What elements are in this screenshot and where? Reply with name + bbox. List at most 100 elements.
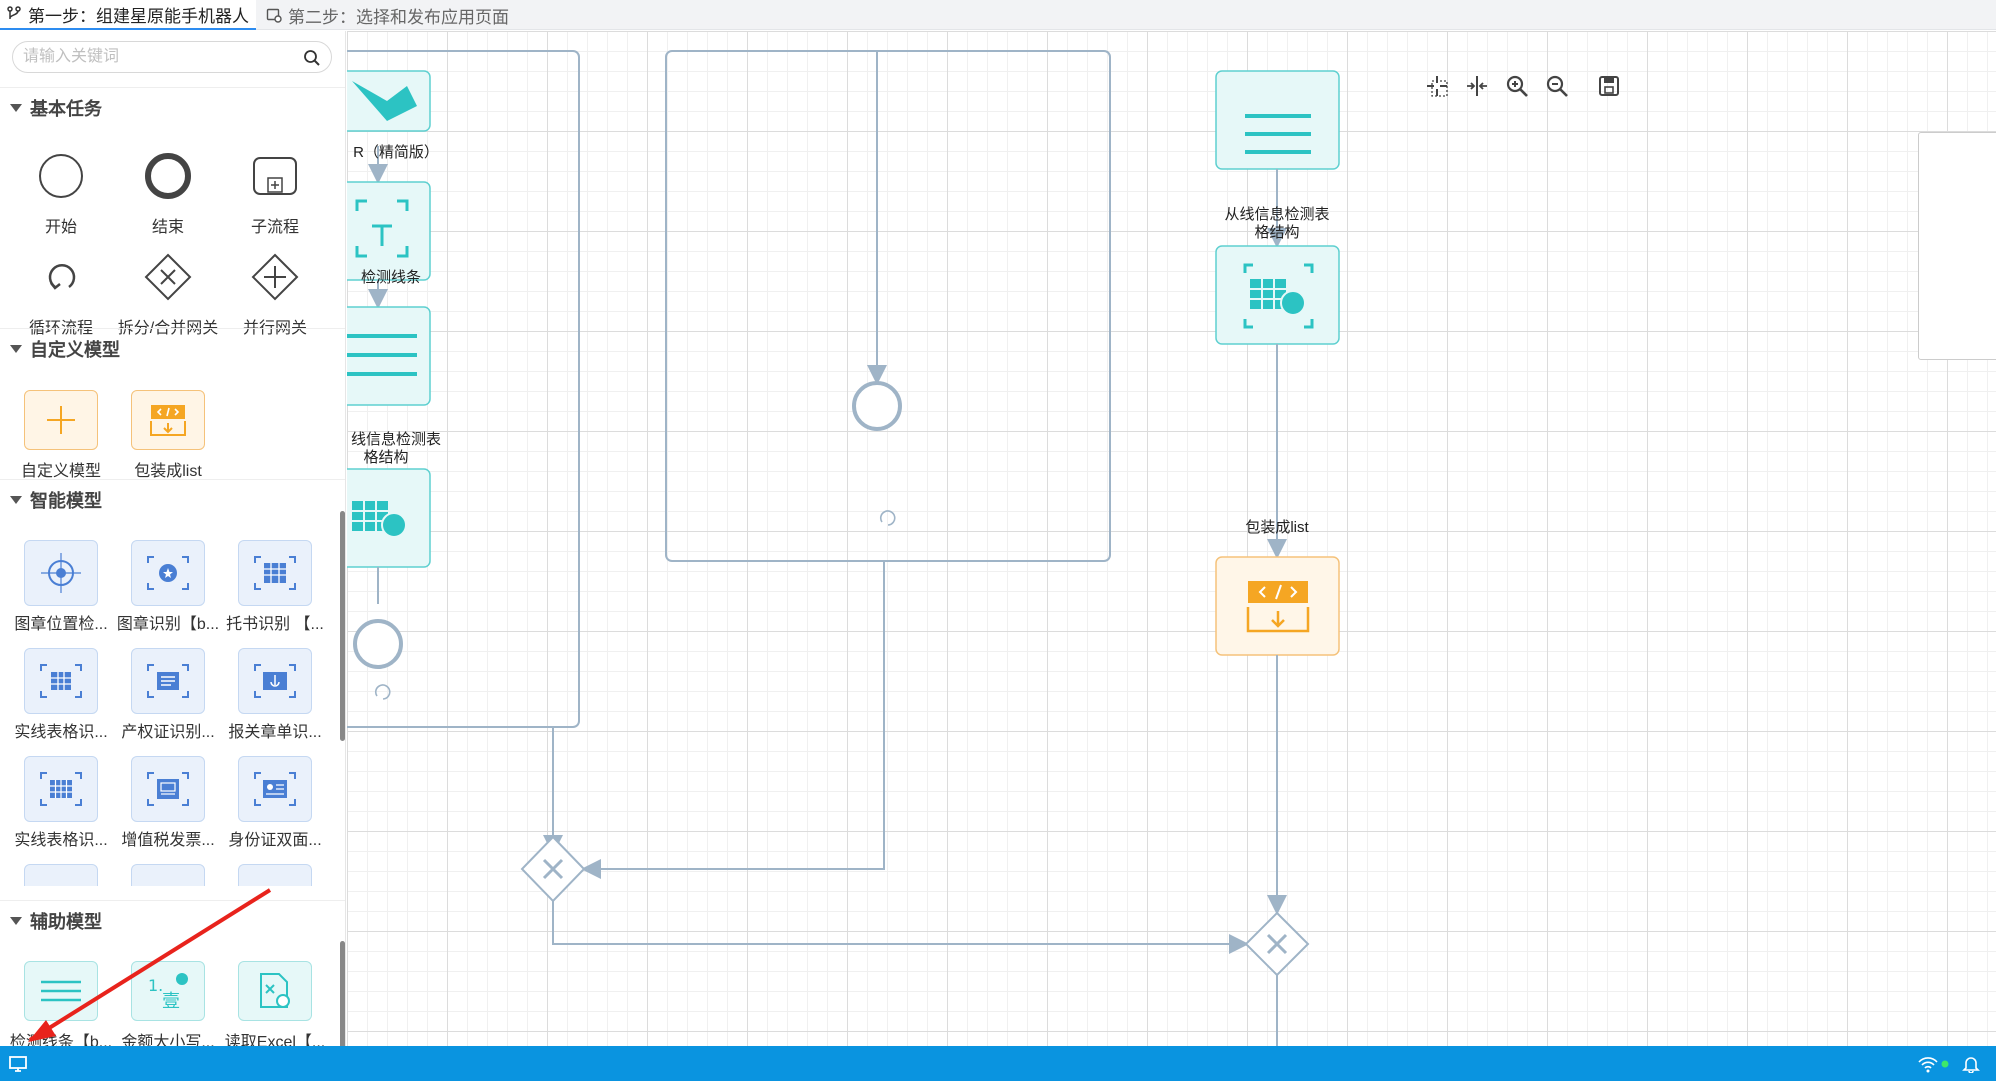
customs-seal-icon [238, 648, 312, 714]
invoice-icon [131, 756, 205, 822]
collapse-icon [10, 916, 22, 925]
code-wrap-icon [131, 387, 205, 453]
loop-container-middle[interactable] [665, 50, 1111, 562]
detect-lines-node-right[interactable] [1215, 70, 1340, 170]
palette-amount-case[interactable]: 1.壹 金额大小写... [115, 958, 221, 1046]
palette-scrollbar[interactable] [340, 511, 345, 741]
lines-icon [24, 958, 98, 1024]
palette-property-cert[interactable]: 产权证识别... [115, 648, 221, 741]
loop-icon [24, 244, 98, 310]
scan-frame-icon [1243, 263, 1314, 329]
image-ocr-icon[interactable] [238, 864, 312, 886]
table-right-label-2: 格结构 [1254, 224, 1300, 241]
palette-end[interactable]: 结束 [115, 143, 221, 236]
tab-step-two[interactable]: 第二步：选择和发布应用页面 [260, 0, 520, 30]
online-status-dot [1941, 1060, 1949, 1068]
palette-loop[interactable]: 循环流程 [8, 244, 114, 337]
loop-container-left[interactable] [347, 50, 580, 728]
ocr-icon [352, 81, 417, 121]
tab-step-one-label: 第一步：组建星原能手机器人 [28, 6, 249, 26]
status-bar [0, 1046, 1996, 1081]
seal-recognition-icon [131, 540, 205, 606]
palette-scrollbar-lower[interactable] [340, 941, 345, 1046]
wrap-list-node[interactable] [1215, 556, 1340, 656]
palette-shipping-doc-label: 托书识别 【... [226, 616, 324, 633]
table-grid-icon [24, 756, 98, 822]
gateway-x-icon [1266, 933, 1288, 955]
palette-partial-row [0, 864, 340, 886]
palette-subprocess[interactable]: 子流程 [222, 143, 328, 236]
palette-detect-lines[interactable]: 检测线条【b... [8, 958, 114, 1046]
palette-subprocess-label: 子流程 [250, 219, 299, 236]
palette-amount-case-label: 金额大小写... [121, 1034, 215, 1046]
palette-start[interactable]: 开始 [8, 143, 114, 236]
palette-solid-table-label: 实线表格识... [14, 724, 108, 741]
palette-seal-recognition[interactable]: 图章识别【b... [115, 540, 221, 633]
palette-exclusive-gateway[interactable]: 拆分/合并网关 [115, 244, 221, 337]
monitor-icon[interactable] [8, 1055, 28, 1073]
palette-solid-table-2[interactable]: 实线表格识... [8, 756, 114, 849]
download-icon [1246, 607, 1310, 633]
palette-custom-model[interactable]: 自定义模型 [8, 387, 114, 480]
table-grid-lines [352, 501, 388, 531]
model-palette: 基本任务 开始 结束 子流程 循环流程 拆分/合并网关 并行网关 自定义模型 自… [0, 31, 346, 1046]
section-custom-models[interactable]: 自定义模型 [0, 328, 345, 368]
save-button[interactable] [1594, 71, 1624, 101]
bell-icon[interactable] [1962, 1055, 1980, 1073]
palette-customs-seal-label: 报关章单识... [228, 724, 322, 741]
minimap[interactable] [1918, 132, 1996, 360]
palette-seal-position[interactable]: 图章位置检... [8, 540, 114, 633]
collapse-icon [10, 344, 22, 353]
svg-text:1.: 1. [148, 976, 163, 995]
end-event-middle[interactable] [852, 381, 902, 431]
palette-customs-seal[interactable]: 报关章单识... [222, 648, 328, 741]
handwriting-icon[interactable] [24, 864, 98, 886]
palette-shipping-doc[interactable]: 托书识别 【... [222, 540, 328, 633]
ocr-node-label: R（精简版） [353, 144, 439, 161]
palette-vat-invoice-label: 增值税发票... [121, 832, 215, 849]
end-event-left[interactable] [353, 619, 403, 669]
section-basic-tasks[interactable]: 基本任务 [0, 87, 345, 127]
section-aux-models[interactable]: 辅助模型 [0, 900, 345, 940]
table-right-label-1: 从线信息检测表 [1224, 206, 1330, 223]
section-smart-models[interactable]: 智能模型 [0, 479, 345, 519]
palette-solid-table[interactable]: 实线表格识... [8, 648, 114, 741]
wifi-icon[interactable] [1917, 1055, 1939, 1073]
section-basic-tasks-label: 基本任务 [30, 98, 102, 119]
distribute-icon [1467, 76, 1487, 96]
palette-solid-table-2-label: 实线表格识... [14, 832, 108, 849]
text-detect-node[interactable] [347, 181, 431, 281]
section-custom-models-label: 自定义模型 [30, 339, 120, 360]
add-icon [24, 387, 98, 453]
tab-step-one[interactable]: 第一步：组建星原能手机器人 [0, 0, 256, 30]
flow-diagram [347, 50, 1340, 1046]
text-ocr-icon[interactable] [131, 864, 205, 886]
zoom-in-icon [1506, 75, 1528, 97]
palette-vat-invoice[interactable]: 增值税发票... [115, 756, 221, 849]
subprocess-icon [238, 143, 312, 209]
palette-seal-position-label: 图章位置检... [14, 616, 108, 633]
search-icon[interactable] [303, 49, 321, 67]
palette-custom-model-label: 自定义模型 [20, 463, 101, 480]
share-icon [1280, 290, 1306, 316]
text-scan-icon [355, 199, 409, 258]
collapse-icon [10, 103, 22, 112]
palette-parallel-gateway[interactable]: 并行网关 [222, 244, 328, 337]
palette-read-excel[interactable]: 读取Excel【... [222, 958, 328, 1046]
palette-start-label: 开始 [44, 219, 77, 236]
zoom-out-button[interactable] [1542, 71, 1572, 101]
code-brackets [1258, 584, 1298, 600]
flow-canvas[interactable]: R（精简版） 检测线条 线信息检测表 格结构 从线信息检测表 格结构 包装成li… [347, 31, 1996, 1046]
distribute-button[interactable] [1462, 71, 1492, 101]
minimap-preview [1919, 133, 1996, 361]
palette-wrap-list[interactable]: 包装成list [115, 387, 221, 480]
palette-id-card[interactable]: 身份证双面... [222, 756, 328, 849]
select-region-button[interactable] [1422, 71, 1452, 101]
search-input[interactable] [23, 46, 293, 68]
table-scan-icon [24, 648, 98, 714]
section-smart-models-label: 智能模型 [30, 490, 102, 511]
gateway-x-icon [542, 858, 564, 880]
parallel-gateway-icon [238, 244, 312, 310]
zoom-in-button[interactable] [1502, 71, 1532, 101]
connector [581, 561, 885, 879]
